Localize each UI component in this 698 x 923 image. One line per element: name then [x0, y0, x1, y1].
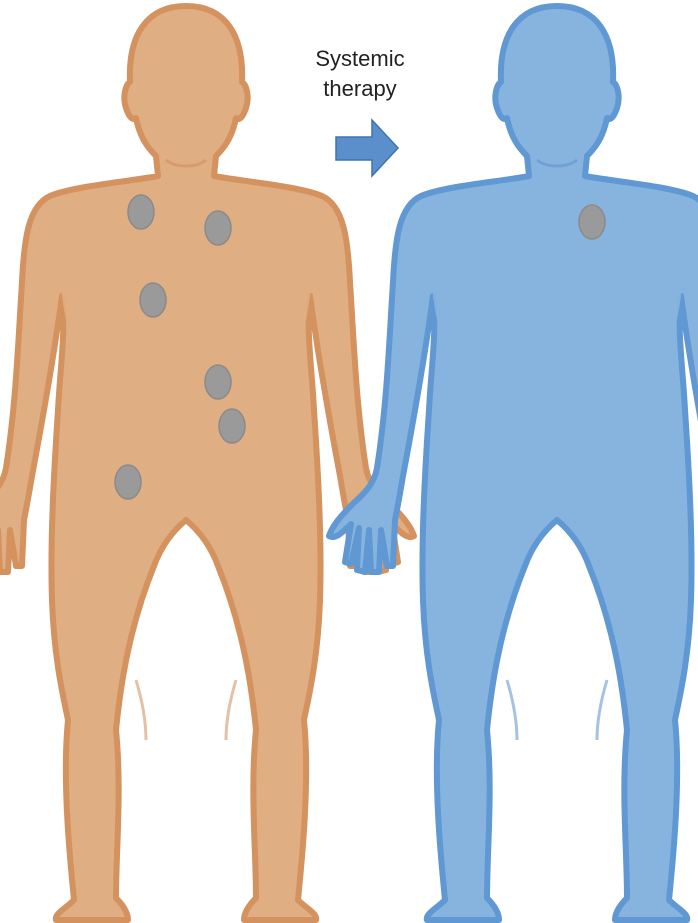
body-highlight [431, 190, 684, 900]
lesion-remaining [579, 205, 605, 239]
lesion-6 [115, 465, 141, 499]
lesion-4 [205, 365, 231, 399]
lesion-1 [128, 195, 154, 229]
lesion-5 [219, 409, 245, 443]
lesion-3 [140, 283, 166, 317]
lesion-2 [205, 211, 231, 245]
therapy-arrow-icon [336, 120, 398, 176]
body-highlight [60, 190, 313, 900]
